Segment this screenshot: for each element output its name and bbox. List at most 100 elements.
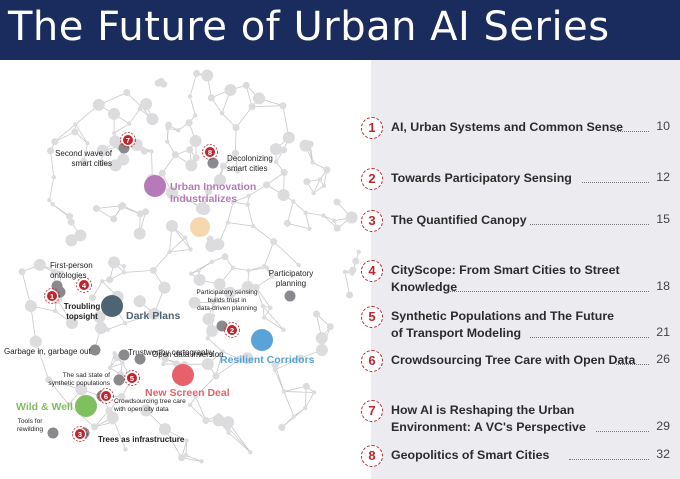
graph-edge (227, 222, 254, 227)
toc-number-badge: 3 (361, 210, 383, 232)
graph-node (323, 166, 331, 174)
graph-node (184, 438, 189, 443)
topic-badge (74, 428, 86, 440)
graph-node (296, 262, 301, 268)
graph-node (142, 208, 150, 216)
graph-node (66, 316, 79, 329)
graph-node (303, 178, 311, 186)
graph-edge (304, 392, 315, 409)
toc-entry[interactable]: 3 The Quantified Canopy 15 (361, 210, 680, 233)
graph-edge (195, 375, 217, 397)
graph-node (333, 224, 341, 232)
graph-node (311, 190, 316, 196)
graph-edge (235, 106, 253, 128)
topic-label: First-person (50, 261, 93, 270)
graph-node (226, 430, 231, 435)
toc-number-badge: 1 (361, 117, 383, 139)
graph-edge (185, 454, 202, 462)
graph-edge (274, 357, 301, 371)
graph-node (280, 146, 288, 154)
graph-edge (283, 385, 307, 392)
graph-node (193, 69, 201, 77)
topic-badge (46, 290, 58, 302)
graph-node (219, 162, 227, 170)
graph-node (356, 249, 361, 255)
graph-node (214, 176, 222, 184)
toc-page-number: 12 (656, 170, 670, 184)
graph-node (272, 367, 278, 373)
graph-node (126, 121, 132, 127)
graph-edge (161, 154, 176, 174)
graph-node (85, 141, 90, 146)
topic-label: smart cities (227, 164, 267, 173)
graph-node (24, 299, 37, 312)
topic-badge-ring (202, 144, 218, 160)
graph-node (231, 149, 239, 157)
toc-page-number: 32 (656, 447, 670, 461)
topic-badge-number: 6 (104, 392, 108, 401)
toc-title: The Quantified Canopy (391, 213, 527, 227)
graph-node (241, 280, 254, 293)
graph-node (133, 227, 146, 240)
graph-edge (344, 271, 350, 296)
graph-node (248, 103, 256, 111)
topic-node (284, 290, 296, 302)
topic-badge-number: 5 (130, 374, 134, 383)
graph-node (342, 269, 348, 275)
toc-page-number: 10 (656, 119, 670, 133)
graph-node (50, 202, 55, 207)
graph-node (246, 268, 251, 273)
graph-node (307, 226, 312, 231)
toc-leader-dots (616, 364, 649, 365)
graph-node (50, 268, 58, 276)
graph-node (263, 181, 271, 189)
topic-label: synthetic populations (48, 380, 110, 387)
graph-node (262, 264, 267, 269)
toc-page-number: 15 (656, 212, 670, 226)
graph-edge (114, 123, 130, 134)
topic-label: with open city data (113, 406, 169, 413)
graph-edge (54, 131, 76, 142)
topic-node (47, 427, 59, 439)
graph-edge (207, 338, 223, 352)
toc-title: CityScope: From Smart Cities to Street (391, 263, 620, 277)
topic-badge-ring (98, 388, 114, 404)
graph-node (303, 405, 308, 411)
graph-node (224, 83, 237, 96)
cluster-node (251, 329, 273, 351)
topic-badge-number: 1 (50, 292, 54, 301)
graph-node (317, 177, 323, 182)
graph-node (161, 361, 166, 367)
graph-node (186, 146, 194, 154)
cluster-node (172, 364, 194, 386)
graph-node (245, 202, 250, 207)
graph-edge (54, 124, 76, 142)
graph-node (123, 89, 131, 97)
graph-edge (305, 212, 324, 217)
graph-node (220, 349, 225, 354)
toc-page-number: 26 (656, 352, 670, 366)
graph-node (189, 135, 202, 148)
graph-edge (313, 179, 321, 194)
toc-page-number: 21 (656, 325, 670, 339)
graph-node (333, 198, 341, 206)
graph-edge (266, 172, 285, 186)
graph-node (187, 94, 193, 99)
graph-node (268, 305, 273, 310)
graph-node (140, 98, 153, 111)
graph-node (310, 160, 315, 165)
graph-node (315, 344, 328, 357)
graph-node (281, 389, 287, 394)
graph-edge (109, 353, 115, 369)
topic-badge-ring (76, 277, 92, 293)
toc-number-badge: 6 (361, 350, 383, 372)
